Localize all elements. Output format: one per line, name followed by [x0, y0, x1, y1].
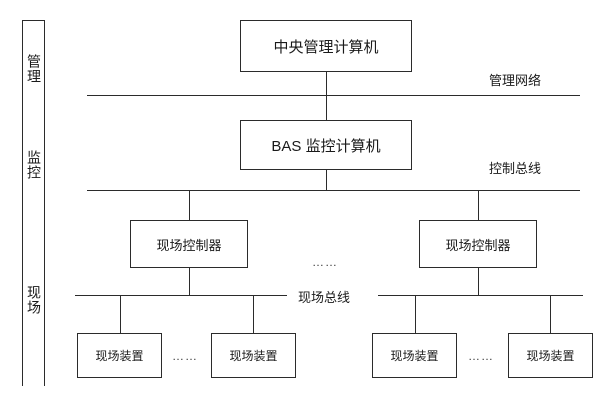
- link-field-bus-to-device-4: [550, 295, 551, 333]
- bus-management-network: [87, 95, 580, 96]
- tier-label-management: 管理: [26, 54, 43, 84]
- node-label-field-device-4: 现场装置: [526, 349, 575, 363]
- tier-cell-supervision: 监控: [23, 117, 44, 213]
- link-control-bus-to-controller-left: [189, 190, 190, 220]
- node-field-device-1[interactable]: 现场装置: [77, 333, 162, 378]
- link-field-bus-to-device-2: [253, 295, 254, 333]
- tier-label-field: 现场: [26, 285, 43, 315]
- node-label-field-device-2: 现场装置: [229, 349, 278, 363]
- ellipsis-devices-right: ……: [466, 349, 496, 363]
- node-central-management-computer[interactable]: 中央管理计算机: [240, 20, 412, 72]
- link-bas-to-control-bus: [326, 170, 327, 190]
- bus-label-control: 控制总线: [486, 158, 545, 177]
- node-label-bas-supervision-computer: BAS 监控计算机: [271, 137, 381, 155]
- node-field-controller-right[interactable]: 现场控制器: [419, 220, 537, 268]
- node-field-device-2[interactable]: 现场装置: [211, 333, 296, 378]
- bus-label-management-network: 管理网络: [486, 70, 545, 89]
- link-management-bus-to-bas: [326, 95, 327, 120]
- ellipsis-between-controllers: ……: [310, 255, 340, 269]
- node-label-field-controller-left: 现场控制器: [156, 237, 222, 253]
- node-label-field-device-1: 现场装置: [95, 349, 144, 363]
- bus-field-right-segment: [378, 295, 583, 296]
- node-label-field-controller-right: 现场控制器: [445, 237, 511, 253]
- tier-column: 管理 监控 现场: [22, 20, 45, 387]
- tier-cell-field: 现场: [23, 213, 44, 387]
- bus-field-left-segment: [75, 295, 287, 296]
- ellipsis-devices-left: ……: [170, 349, 200, 363]
- link-controller-left-to-field-bus: [189, 268, 190, 295]
- link-central-to-management-bus: [326, 72, 327, 95]
- tier-label-supervision: 监控: [26, 150, 43, 180]
- link-field-bus-to-device-1: [120, 295, 121, 333]
- node-bas-supervision-computer[interactable]: BAS 监控计算机: [240, 120, 412, 170]
- bus-control: [87, 190, 580, 191]
- node-label-central-management-computer: 中央管理计算机: [273, 38, 379, 56]
- node-field-device-4[interactable]: 现场装置: [508, 333, 593, 378]
- node-field-device-3[interactable]: 现场装置: [372, 333, 457, 378]
- bus-label-field: 现场总线: [295, 287, 354, 306]
- tier-cell-management: 管理: [23, 21, 44, 117]
- link-control-bus-to-controller-right: [478, 190, 479, 220]
- link-controller-right-to-field-bus: [478, 268, 479, 295]
- node-label-field-device-3: 现场装置: [390, 349, 439, 363]
- link-field-bus-to-device-3: [415, 295, 416, 333]
- node-field-controller-left[interactable]: 现场控制器: [130, 220, 248, 268]
